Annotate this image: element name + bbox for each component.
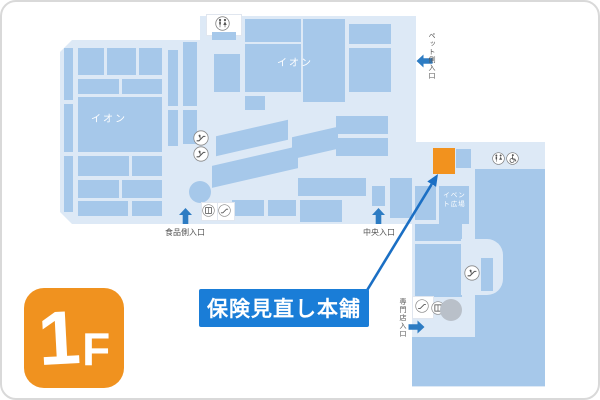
highlighted-store[interactable] [433,148,455,174]
escalator-icon [193,146,209,162]
escalator-icon [218,204,231,217]
pillar-circle [189,181,211,203]
wheelchair-icon [506,152,519,165]
store-block-bottom [412,337,475,386]
left-arrow-icon [416,54,433,68]
store-block [390,178,414,218]
store-block-event-plaza [439,186,469,224]
aeon-north-label: イオン [277,58,313,69]
store-block [122,180,162,198]
store-block [183,42,197,106]
store-block [372,186,385,206]
store-block [336,116,388,134]
escalator-icon [193,130,209,146]
store-block [183,110,197,144]
atrium-circle [440,299,462,321]
restroom-icon [492,152,505,165]
store-block [78,79,119,94]
floor-number: 1 [35,295,83,383]
escalator-shaft [481,258,493,291]
store-block [107,48,136,75]
store-block-aeon-west [78,97,162,152]
store-block-aeon-north [245,44,301,92]
store-block [232,200,264,216]
entrance-food-side-label: 食品側入口 [165,228,205,237]
up-arrow-icon [179,208,192,224]
store-block [349,24,391,44]
store-block [64,104,73,152]
store-callout-label[interactable]: 保険見直し本舗 [199,289,369,327]
store-block [132,201,162,216]
store-block [303,19,345,102]
store-block [415,224,462,241]
restroom-icon [215,16,230,31]
store-block [132,156,162,176]
escalator-icon [415,299,429,313]
store-block [415,186,436,220]
store-block [212,32,236,40]
store-block [168,50,178,106]
store-block [349,48,391,92]
store-block [415,244,462,297]
up-arrow-icon [372,208,385,224]
store-block [298,178,366,196]
entrance-pet-side-label: ペット側入口 [428,32,435,80]
entrance-specialty-label: 専門店入口 [399,298,406,338]
store-block [78,48,104,75]
aeon-west-label: イオン [91,114,127,125]
store-block [336,138,388,156]
store-block [245,19,301,42]
floor-suffix: F [82,323,111,375]
store-block [78,156,129,176]
event-plaza-label: イベント広場 [443,192,466,208]
store-block [78,201,128,216]
store-block [300,200,342,222]
store-block [245,96,265,110]
store-block [78,180,119,198]
store-block [122,79,162,94]
store-block [168,110,178,146]
store-block [64,48,73,100]
right-arrow-icon [408,320,425,334]
store-block [268,200,296,216]
store-block [139,48,162,75]
entrance-central-label: 中央入口 [363,228,395,237]
store-block [214,54,240,92]
elevator-icon [202,204,215,217]
store-block [64,156,73,212]
store-block [456,149,471,168]
escalator-icon [464,265,480,281]
